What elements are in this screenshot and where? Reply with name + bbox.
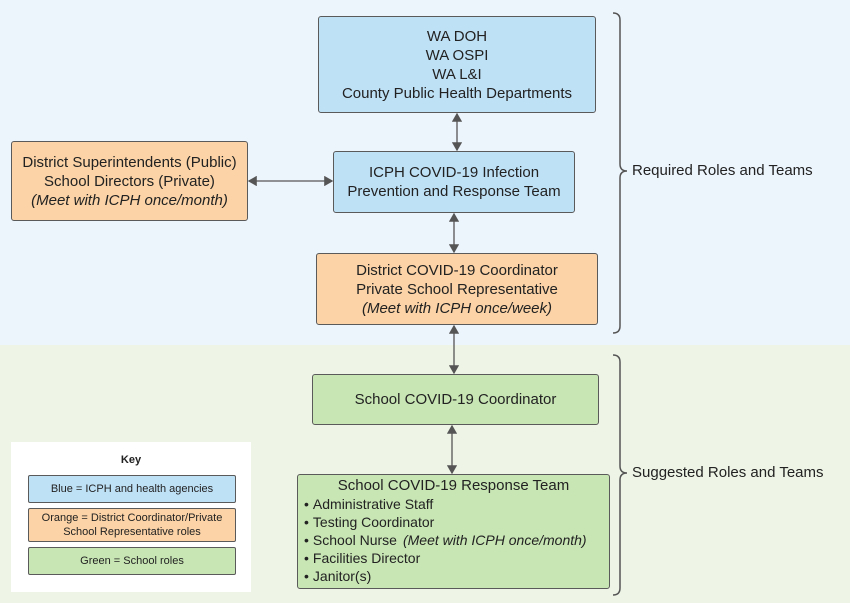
district-coordinator-line: District COVID-19 Coordinator xyxy=(356,261,558,279)
health-agencies-box: WA DOH WA OSPI WA L&I County Public Heal… xyxy=(318,16,596,113)
agency-line: WA DOH xyxy=(426,27,488,45)
list-item: •Testing Coordinator xyxy=(304,514,435,530)
school-coordinator-box: School COVID-19 Coordinator xyxy=(312,374,599,425)
suggested-roles-bracket xyxy=(612,354,628,596)
meeting-frequency-note: (Meet with ICPH once/month) xyxy=(31,191,228,209)
icph-team-line: ICPH COVID-19 Infection xyxy=(368,164,540,181)
school-coordinator-line: School COVID-19 Coordinator xyxy=(354,391,557,408)
icph-team-line: Prevention and Response Team xyxy=(347,183,561,200)
list-item: •Facilities Director xyxy=(304,550,421,566)
legend-title: Key xyxy=(120,454,142,466)
superintendents-line: District Superintendents (Public) xyxy=(22,153,237,171)
response-team-members: •Administrative Staff •Testing Coordinat… xyxy=(304,495,587,585)
school-response-team-box: School COVID-19 Response Team •Administr… xyxy=(297,474,610,589)
required-roles-bracket xyxy=(612,12,628,334)
suggested-roles-label: Suggested Roles and Teams xyxy=(632,464,824,481)
legend-item-orange: Orange = District Coordinator/Private Sc… xyxy=(28,508,236,542)
district-coordinator-box: District COVID-19 Coordinator Private Sc… xyxy=(316,253,598,325)
private-school-rep-line: Private School Representative xyxy=(356,280,558,298)
required-roles-label: Required Roles and Teams xyxy=(632,162,813,179)
legend-item-blue: Blue = ICPH and health agencies xyxy=(28,475,236,503)
list-item: •School Nurse(Meet with ICPH once/month) xyxy=(304,532,587,548)
meeting-frequency-note: (Meet with ICPH once/month) xyxy=(402,532,587,548)
legend-item-green: Green = School roles xyxy=(28,547,236,575)
list-item: •Administrative Staff xyxy=(304,496,434,512)
list-item: •Janitor(s) xyxy=(304,568,372,584)
district-superintendents-box: District Superintendents (Public) School… xyxy=(11,141,248,221)
response-team-title: School COVID-19 Response Team xyxy=(337,477,570,494)
agency-line: WA OSPI xyxy=(425,46,489,64)
school-directors-line: School Directors (Private) xyxy=(44,172,215,190)
agency-line: County Public Health Departments xyxy=(341,84,573,102)
legend-key: Key Blue = ICPH and health agencies Oran… xyxy=(11,442,251,592)
agency-line: WA L&I xyxy=(432,65,482,83)
meeting-frequency-note: (Meet with ICPH once/week) xyxy=(361,299,553,317)
icph-team-box: ICPH COVID-19 Infection Prevention and R… xyxy=(333,151,575,213)
